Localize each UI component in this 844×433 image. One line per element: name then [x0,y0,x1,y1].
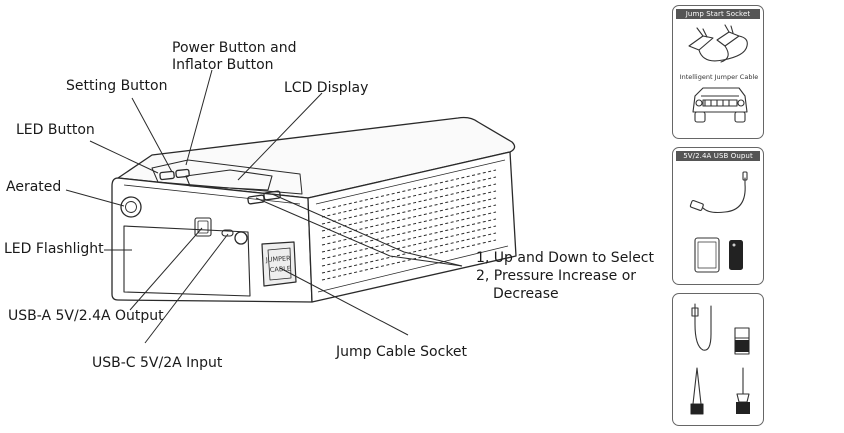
leader-usb-c [144,233,229,344]
device-top-face [117,116,516,199]
flashlight-lens [123,225,251,297]
label-setting-button: Setting Button [66,78,168,94]
jeep-icon [692,87,748,123]
leader-setting [131,97,173,173]
nozzle-adapter-icon [734,327,750,339]
aerated-port-shape [120,196,142,218]
leader-aerated [65,189,125,207]
usb-cable-icon [702,177,746,214]
label-jump-cable-socket: Jump Cable Socket [336,344,468,360]
socket-label-1: JUMPER [265,254,292,264]
select-button-shape [263,190,281,201]
air-hose-icon [694,303,712,351]
label-usb-c: USB-C 5V/2A Input [92,355,223,371]
jumper-cable-illustration [688,24,748,123]
label-power-button-line2: Inflator Button [172,57,274,73]
leader-led [89,140,159,174]
label-lcd-display: LCD Display [284,80,369,96]
led-button-shape [159,170,175,181]
usb-output-panel: 5V/2.4A USB Ouput [672,147,764,285]
leader-select-2 [271,193,463,267]
tablet-icon [694,237,720,273]
cone-nozzle-icon [692,367,702,405]
label-select-line3: Decrease [493,286,559,302]
leader-power [185,69,213,166]
setting-button-shape [175,168,190,179]
usb-output-panel-title: 5V/2.4A USB Ouput [676,151,760,161]
accessories-illustration [690,303,750,415]
leader-select-1 [255,197,463,267]
label-usb-a: USB-A 5V/2.4A Output [8,308,164,324]
label-select-line1: 1, Up and Down to Select [476,250,654,266]
label-led-flashlight: LED Flashlight [4,241,104,257]
leader-usb-a [129,227,203,311]
jump-start-panel-caption: Intelligent Jumper Cable [679,73,759,81]
device-diagram: JUMPER CABLE [65,69,517,344]
usb-a-port-shape [194,217,212,237]
leader-lcd [237,92,323,181]
accessories-panel [672,293,764,426]
usb-c-port-shape [221,229,234,237]
top-control-panel [151,159,303,195]
label-select-line2: 2, Pressure Increase or [476,268,637,284]
label-aerated: Aerated [6,179,62,195]
label-led-button: LED Button [16,122,95,138]
socket-label-2: CABLE [270,265,292,274]
lcd-screen [185,169,273,191]
jump-start-panel: Jump Start Socket Intelligent Jumper Cab… [672,5,764,139]
leader-jump [279,267,409,336]
jump-cable-socket-shape [261,241,297,287]
jump-start-panel-title: Jump Start Socket [676,9,760,19]
device-front-face [111,177,313,303]
usb-devices-illustration [689,171,748,273]
label-power-button-line1: Power Button and [172,40,297,56]
phone-icon [729,240,743,270]
